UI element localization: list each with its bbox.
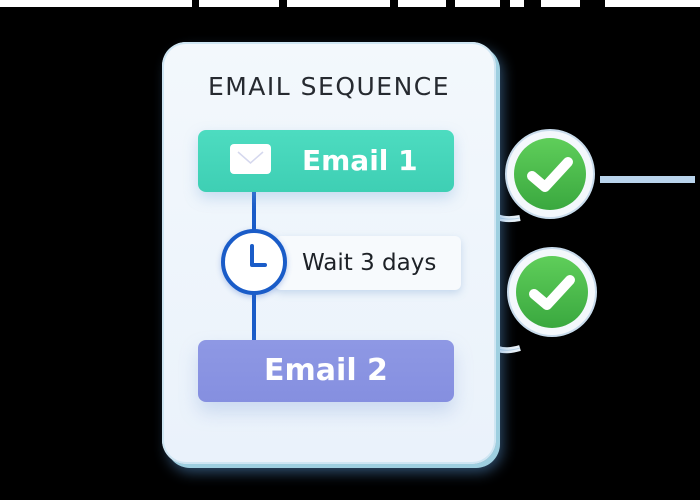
email-step-1[interactable]: Email 1 <box>198 130 454 192</box>
top-strip <box>0 0 192 7</box>
top-strip <box>541 0 580 7</box>
top-strip <box>287 0 390 7</box>
envelope-icon <box>230 144 271 174</box>
top-strip <box>199 0 279 7</box>
email-step-2-label: Email 2 <box>264 353 388 388</box>
email-step-1-label: Email 1 <box>302 144 418 177</box>
email-sequence-card: EMAIL SEQUENCE Email 1 Wait 3 days Email… <box>162 42 496 464</box>
top-strip <box>455 0 500 7</box>
checkmark-icon <box>507 247 597 337</box>
wait-step-label: Wait 3 days <box>302 250 437 276</box>
wait-step[interactable]: Wait 3 days <box>275 236 461 290</box>
clock-icon <box>221 229 287 295</box>
card-title: EMAIL SEQUENCE <box>207 72 451 101</box>
top-strip <box>605 0 700 7</box>
email-step-2[interactable]: Email 2 <box>198 340 454 402</box>
checkmark-icon <box>505 129 595 219</box>
top-strip <box>398 0 446 7</box>
connector-line <box>600 176 695 183</box>
top-strip <box>510 0 524 7</box>
